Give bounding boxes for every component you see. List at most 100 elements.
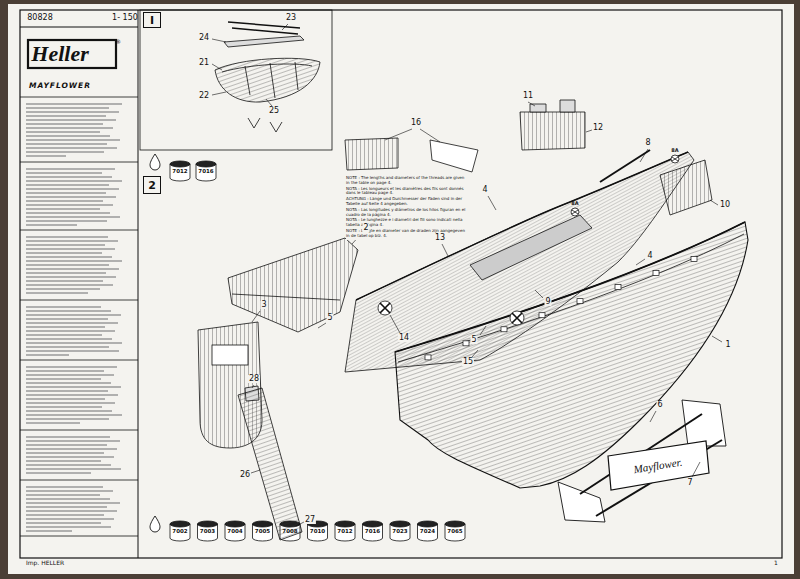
callout-number: 4 xyxy=(646,252,653,260)
paint-code: 7016 xyxy=(365,529,380,535)
sheet-text: 1 xyxy=(774,560,778,566)
callout-number: 8 xyxy=(644,139,651,147)
text-placeholder-line xyxy=(26,244,105,245)
text-placeholder-line xyxy=(26,346,109,347)
text-placeholder-line xyxy=(26,530,72,531)
text-placeholder-line xyxy=(26,184,109,185)
paint-can xyxy=(335,521,355,541)
callout-number: 25 xyxy=(268,107,280,115)
step-box: I xyxy=(143,12,161,28)
paint-drop-icon xyxy=(150,154,160,532)
text-placeholder-line xyxy=(26,147,117,148)
text-placeholder-line xyxy=(26,155,66,156)
paint-code: 7003 xyxy=(200,529,215,535)
text-placeholder-line xyxy=(26,318,108,319)
paint-can xyxy=(225,521,245,541)
text-placeholder-line xyxy=(26,402,115,403)
sheet-text: Imp. HELLER xyxy=(26,560,64,566)
kit-title: MAYFLOWER xyxy=(29,82,91,90)
paint-code: 7023 xyxy=(392,529,407,535)
text-placeholder-line xyxy=(26,390,108,391)
text-placeholder-line xyxy=(26,326,105,327)
text-placeholder-line xyxy=(26,111,119,112)
callout-number: 12 xyxy=(592,124,604,132)
callout-number: 28 xyxy=(248,375,260,383)
can-lid xyxy=(225,521,245,527)
gun-port xyxy=(463,341,469,346)
text-placeholder-line xyxy=(26,522,101,523)
callout-number: 7 xyxy=(686,479,693,487)
text-placeholder-line xyxy=(26,314,121,315)
callout-number: 14 xyxy=(398,334,410,342)
text-placeholder-line xyxy=(26,378,101,379)
text-placeholder-line xyxy=(26,107,109,108)
gun-port xyxy=(425,355,431,360)
ship-rowboat xyxy=(215,22,320,132)
sheet-text: 80828 xyxy=(27,14,52,22)
text-placeholder-line xyxy=(26,248,115,249)
text-placeholder-line xyxy=(26,366,117,367)
text-placeholder-line xyxy=(26,502,120,503)
text-placeholder-line xyxy=(26,350,119,351)
step-number: I xyxy=(150,15,154,26)
text-placeholder-line xyxy=(26,472,91,473)
text-placeholder-line xyxy=(26,374,114,375)
text-placeholder-line xyxy=(26,220,107,221)
paint-code: 7002 xyxy=(172,529,187,535)
sheet-text: ® xyxy=(115,39,121,45)
page-frame xyxy=(20,10,782,558)
text-placeholder-line xyxy=(26,418,109,419)
paper-sheet xyxy=(8,4,794,574)
display-stand xyxy=(558,400,726,522)
callout-number: 27 xyxy=(304,516,316,524)
text-placeholder-line xyxy=(26,292,88,293)
text-placeholder-line xyxy=(26,440,120,441)
text-placeholder-line xyxy=(26,444,107,445)
note-line: NOTA : Las longitudes y diámetros de los… xyxy=(346,208,468,218)
paint-can xyxy=(445,521,465,541)
text-placeholder-lines xyxy=(26,104,122,531)
note-line: NOTA : Les longueurs et les diamètres de… xyxy=(346,187,468,197)
text-placeholder-line xyxy=(26,200,103,201)
text-placeholder-line xyxy=(26,306,101,307)
text-placeholder-line xyxy=(26,494,100,495)
callout-number: 5 xyxy=(470,336,477,344)
callout-number: 4 xyxy=(481,186,488,194)
text-placeholder-line xyxy=(26,510,117,511)
text-placeholder-line xyxy=(26,330,115,331)
text-placeholder-line xyxy=(26,436,110,437)
can-lid xyxy=(198,521,218,527)
text-placeholder-line xyxy=(26,506,107,507)
text-placeholder-line xyxy=(26,135,110,136)
text-placeholder-line xyxy=(26,370,104,371)
text-placeholder-line xyxy=(26,518,114,519)
text-placeholder-line xyxy=(26,276,116,277)
text-placeholder-line xyxy=(26,176,112,177)
text-placeholder-line xyxy=(26,236,108,237)
step-number: 2 xyxy=(148,180,156,191)
text-placeholder-line xyxy=(26,456,114,457)
text-placeholder-line xyxy=(26,204,113,205)
paint-can xyxy=(363,521,383,541)
text-placeholder-line xyxy=(26,406,102,407)
callout-number: 21 xyxy=(198,59,210,67)
text-placeholder-line xyxy=(26,172,102,173)
can-lid xyxy=(335,521,355,527)
text-placeholder-line xyxy=(26,460,101,461)
text-placeholder-line xyxy=(26,386,121,387)
text-placeholder-line xyxy=(26,123,103,124)
text-placeholder-line xyxy=(26,131,100,132)
text-placeholder-line xyxy=(26,280,103,281)
text-placeholder-line xyxy=(26,354,69,355)
can-lid xyxy=(170,521,190,527)
text-placeholder-line xyxy=(26,180,122,181)
callout-number: 10 xyxy=(719,201,731,209)
text-placeholder-line xyxy=(26,216,120,217)
paint-can xyxy=(196,161,216,181)
text-placeholder-line xyxy=(26,410,112,411)
gun-port xyxy=(653,271,659,276)
callout-number: 1 xyxy=(724,341,731,349)
paint-code: 7004 xyxy=(227,529,242,535)
